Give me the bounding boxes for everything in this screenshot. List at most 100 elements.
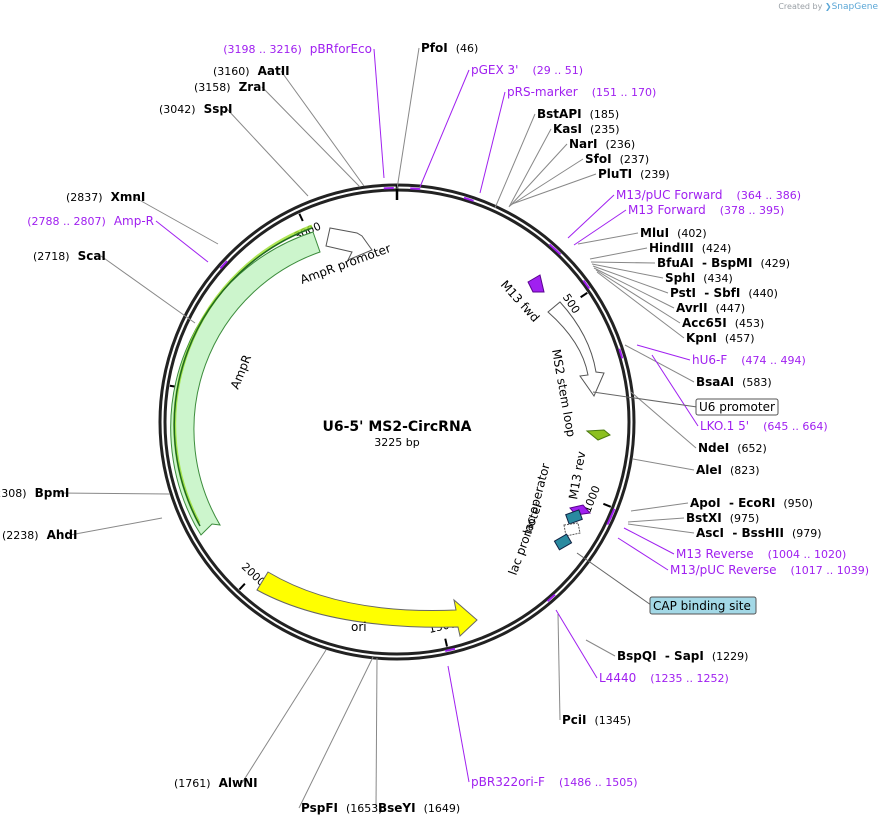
primer-leader-line xyxy=(567,194,615,239)
box-u6-promoter[interactable]: U6 promoter xyxy=(695,398,779,416)
enzyme-site[interactable]: PspFI(1653) xyxy=(301,801,383,815)
enzyme-label: AvrII(447) xyxy=(676,301,745,315)
enzyme-label: Acc65I(453) xyxy=(682,316,764,330)
primer-name: pBR322ori-F xyxy=(471,775,545,789)
enzyme-site[interactable]: AleI(823) xyxy=(696,463,760,477)
enzyme-site[interactable]: PstI - SbfI(440) xyxy=(670,286,778,300)
enzyme-site[interactable]: PciI(1345) xyxy=(562,713,631,727)
enzyme-label: PluTI(239) xyxy=(598,167,670,181)
enzyme-site[interactable]: (2837)XmnI xyxy=(66,190,145,204)
enzyme-name: HindIII xyxy=(649,241,694,255)
enzyme-site[interactable]: AvrII(447) xyxy=(676,301,745,315)
feature-m13-fwd[interactable]: M13 fwd xyxy=(498,274,545,325)
enzyme-site[interactable]: MluI(402) xyxy=(640,226,707,240)
primer-site[interactable]: LKO.1 5'(645 .. 664) xyxy=(700,419,828,433)
primer-leader-line xyxy=(573,209,627,246)
box-cap-binding-site[interactable]: CAP binding site xyxy=(649,596,757,615)
primer-site[interactable]: (2788 .. 2807)Amp-R xyxy=(27,214,154,228)
primer-site[interactable]: M13/pUC Forward(364 .. 386) xyxy=(616,188,801,202)
enzyme-site[interactable]: BseYI (1649) xyxy=(378,801,460,815)
primer-leader-line xyxy=(155,220,209,263)
enzyme-name: BseYI xyxy=(378,801,416,815)
enzyme-name: BspQI - SapI xyxy=(617,649,704,663)
enzyme-site[interactable]: NarI(236) xyxy=(569,137,635,151)
enzyme-site[interactable]: (2718)ScaI xyxy=(33,249,106,263)
enzyme-leader-line xyxy=(596,271,685,339)
primer-binding-mark xyxy=(410,187,421,191)
enzyme-site[interactable]: HindIII(424) xyxy=(649,241,731,255)
enzyme-site[interactable]: NdeI(652) xyxy=(698,441,767,455)
enzyme-label: NarI(236) xyxy=(569,137,635,151)
primer-binding-mark xyxy=(219,260,228,270)
enzyme-label: BstAPI(185) xyxy=(537,107,619,121)
primer-site[interactable]: pGEX 3'(29 .. 51) xyxy=(471,63,583,77)
primer-leader-line xyxy=(623,527,675,555)
primer-site[interactable]: (3198 .. 3216)pBRforEco xyxy=(223,42,372,56)
enzyme-site[interactable]: Acc65I(453) xyxy=(682,316,764,330)
enzyme-leader-line xyxy=(592,265,669,294)
enzyme-label: MluI(402) xyxy=(640,226,707,240)
enzyme-name: BstAPI xyxy=(537,107,582,121)
enzyme-label: SphI(434) xyxy=(665,271,733,285)
enzyme-position: (1649) xyxy=(424,802,461,815)
enzyme-site[interactable]: (3160)AatII xyxy=(213,64,290,78)
enzyme-leader-line xyxy=(510,158,584,206)
enzyme-site[interactable]: BsaAI(583) xyxy=(696,375,772,389)
feature-ampr[interactable]: AmpR xyxy=(170,224,321,536)
feature-ms2-stem-loop[interactable]: MS2 stem loop xyxy=(547,301,605,438)
primer-site[interactable]: M13/pUC Reverse(1017 .. 1039) xyxy=(670,563,869,577)
enzyme-name: ApoI - EcoRI xyxy=(690,496,775,510)
enzyme-site[interactable]: BstAPI(185) xyxy=(537,107,619,121)
feature-lac-cluster[interactable]: M13 rev lac operator lac promoter xyxy=(506,450,591,577)
primer-name: LKO.1 5' xyxy=(700,419,749,433)
enzyme-site[interactable]: PluTI(239) xyxy=(598,167,670,181)
primer-site[interactable]: L4440(1235 .. 1252) xyxy=(599,671,729,685)
enzyme-site[interactable]: ApoI - EcoRI(950) xyxy=(690,496,813,510)
enzyme-site[interactable]: BstXI(975) xyxy=(686,511,759,525)
enzyme-site[interactable]: (2238)AhdI xyxy=(2,528,77,542)
enzyme-site[interactable]: BfuAI - BspMI(429) xyxy=(657,256,790,270)
enzyme-name: BfuAI - BspMI xyxy=(657,256,752,270)
plasmid-length: 3225 bp xyxy=(374,436,419,449)
primer-label: M13 Reverse(1004 .. 1020) xyxy=(676,547,846,561)
enzyme-label: BfuAI - BspMI(429) xyxy=(657,256,790,270)
enzyme-site[interactable]: PfoI(46) xyxy=(421,41,478,55)
enzyme-site[interactable]: BspQI - SapI(1229) xyxy=(617,649,748,663)
primer-site[interactable]: M13 Reverse(1004 .. 1020) xyxy=(676,547,846,561)
primer-name: pGEX 3' xyxy=(471,63,518,77)
primer-name: hU6-F xyxy=(692,353,727,367)
primer-site[interactable]: pRS-marker(151 .. 170) xyxy=(507,85,656,99)
primer-site[interactable]: hU6-F(474 .. 494) xyxy=(692,353,806,367)
primer-site[interactable]: pBR322ori-F (1486 .. 1505) xyxy=(471,775,638,789)
primer-range: (1486 .. 1505) xyxy=(559,776,638,789)
primer-label: hU6-F(474 .. 494) xyxy=(692,353,806,367)
primer-label: M13 Forward(378 .. 395) xyxy=(628,203,784,217)
enzyme-site[interactable]: KasI(235) xyxy=(553,122,620,136)
enzyme-site[interactable]: KpnI(457) xyxy=(686,331,755,345)
primer-leader-line xyxy=(651,354,699,427)
tick-mark xyxy=(298,213,304,222)
enzyme-leader-line xyxy=(589,247,648,260)
enzyme-leader-line xyxy=(100,255,196,324)
enzyme-site[interactable]: (3042)SspI xyxy=(159,102,232,116)
primer-range: (2788 .. 2807) xyxy=(27,215,106,228)
enzyme-leader-line xyxy=(241,649,327,784)
enzyme-site[interactable]: SphI(434) xyxy=(665,271,733,285)
primer-range: (3198 .. 3216) xyxy=(223,43,302,56)
enzyme-name: PfoI xyxy=(421,41,448,55)
enzyme-site[interactable]: (3158)ZraI xyxy=(194,80,266,94)
primer-name: M13 Forward xyxy=(628,203,706,217)
primer-site[interactable]: M13 Forward(378 .. 395) xyxy=(628,203,784,217)
feature-ori[interactable]: ori xyxy=(256,571,478,637)
enzyme-site[interactable]: (2308)BpmI xyxy=(0,486,69,500)
enzyme-site[interactable]: SfoI(237) xyxy=(585,152,649,166)
enzyme-position: (434) xyxy=(703,272,733,285)
enzyme-site[interactable]: (1761)AlwNI xyxy=(174,776,258,790)
enzyme-name: KasI xyxy=(553,122,582,136)
enzyme-name: AatII xyxy=(258,64,290,78)
enzyme-site[interactable]: AscI - BssHII(979) xyxy=(696,526,822,540)
enzyme-position: (979) xyxy=(792,527,822,540)
enzyme-label: (3160)AatII xyxy=(213,64,290,78)
enzyme-position: (236) xyxy=(606,138,636,151)
primer-binding-mark xyxy=(463,196,474,202)
